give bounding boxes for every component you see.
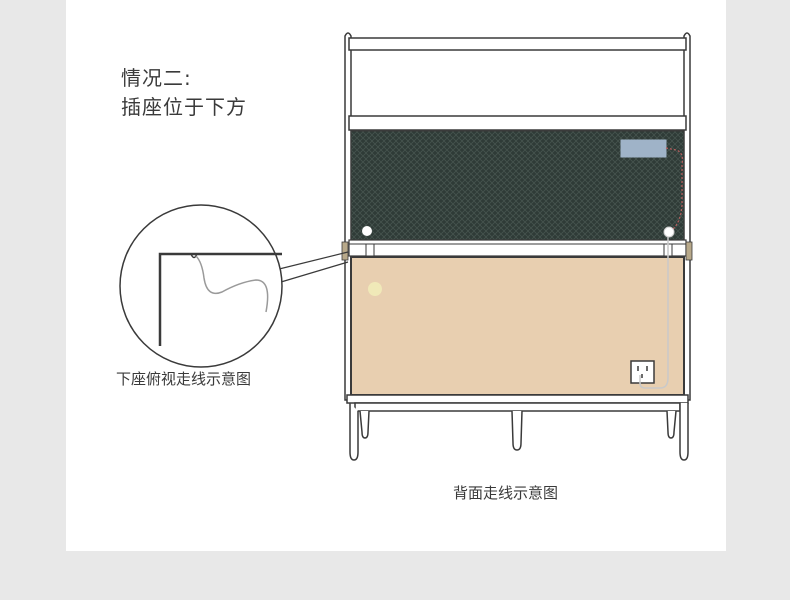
leg-middle [511, 410, 523, 451]
back-view-caption: 背面走线示意图 [453, 484, 559, 502]
pointer-line-bottom [280, 261, 349, 283]
top-view-caption: 下座俯视走线示意图 [116, 370, 252, 388]
leg-left [349, 403, 359, 461]
led-dot [368, 282, 382, 296]
cable-hole-icon [362, 226, 372, 236]
cable-hole-icon [663, 226, 675, 238]
scenario-heading: 情况二: 插座位于下方 [121, 64, 247, 122]
leg-right-inner [666, 410, 677, 439]
leg-left-inner [359, 410, 370, 439]
cabinet-base [346, 394, 689, 461]
power-outlet-icon [630, 360, 655, 384]
device-box-icon [620, 139, 667, 158]
power-cable [639, 237, 669, 389]
device-cable [665, 147, 683, 231]
top-rail [348, 37, 687, 51]
magnifier-circle-icon [119, 204, 283, 368]
middle-rail [341, 239, 693, 261]
cabinet [344, 32, 691, 401]
heading-line-1: 情况二: [121, 66, 192, 90]
shelf-rail [348, 115, 687, 131]
heading-line-2: 插座位于下方 [121, 95, 247, 119]
leg-right [679, 403, 689, 461]
wood-lower-panel [350, 256, 685, 396]
